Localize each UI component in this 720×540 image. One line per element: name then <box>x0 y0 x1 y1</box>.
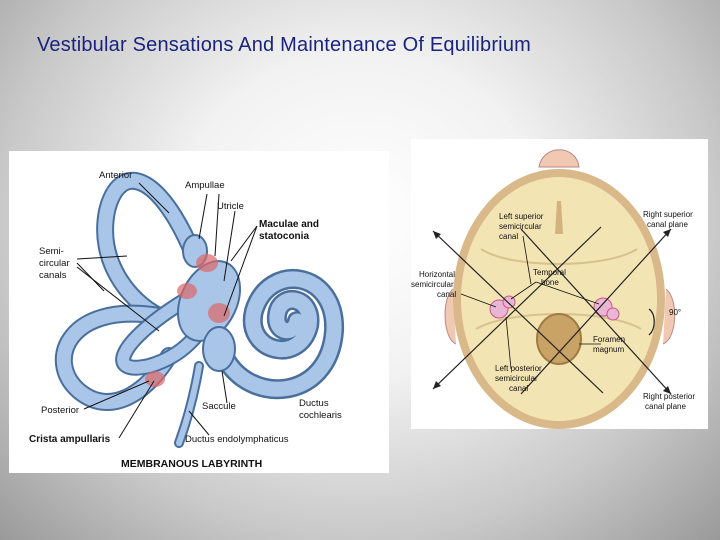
label-semi-3: canals <box>39 270 67 281</box>
label-maculae-2: statoconia <box>259 231 309 242</box>
crista-galli <box>555 201 563 234</box>
label-tb-2: bone <box>541 278 559 287</box>
slide-title: Vestibular Sensations And Maintenance Of… <box>37 34 532 56</box>
label-hsc-3: canal <box>437 290 456 299</box>
membranous-labyrinth-figure: Anterior Ampullae Utricle Maculae and st… <box>9 151 389 473</box>
label-rscp-2: canal plane <box>647 220 688 229</box>
label-ampullae: Ampullae <box>185 180 225 191</box>
crista-posterior <box>145 371 165 387</box>
skull-illustration: Left superior semicircular canal Right s… <box>411 149 695 429</box>
label-posterior: Posterior <box>41 405 79 416</box>
foramen-magnum <box>536 313 582 365</box>
label-hsc-1: Horizontal <box>419 270 455 279</box>
label-ductus-e: Ductus endolymphaticus <box>185 434 289 445</box>
label-rpcp-2: canal plane <box>645 402 686 411</box>
label-saccule: Saccule <box>202 401 236 412</box>
label-lpc-3: canal <box>509 384 528 393</box>
figure-caption: MEMBRANOUS LABYRINTH <box>121 458 262 470</box>
left-plane-line <box>432 230 604 394</box>
label-semi-1: Semi- <box>39 246 64 257</box>
right-ear <box>662 288 676 345</box>
label-rpcp-1: Right posterior <box>643 392 695 401</box>
labyrinth-illustration: Anterior Ampullae Utricle Maculae and st… <box>29 170 345 470</box>
label-crista: Crista ampullaris <box>29 434 111 445</box>
label-utricle: Utricle <box>217 201 244 212</box>
right-posterior-plane-line <box>520 228 672 395</box>
label-tb-1: Temporal <box>533 268 566 277</box>
label-anterior: Anterior <box>99 170 132 181</box>
crista-top <box>177 283 197 299</box>
label-semi-2: circular <box>39 258 70 269</box>
label-lpc-2: semicircular <box>495 374 538 383</box>
label-lsc-1: Left superior <box>499 212 544 221</box>
label-hsc-2: semicircular <box>411 280 454 289</box>
label-lpc-1: Left posterior <box>495 364 542 373</box>
right-plane-line <box>432 226 602 390</box>
label-ductus-c-1: Ductus <box>299 398 329 409</box>
label-angle: 90° <box>669 308 681 317</box>
label-ductus-c-2: cochlearis <box>299 410 342 421</box>
label-fm-1: Foramen <box>593 335 625 344</box>
label-lsc-3: canal <box>499 232 518 241</box>
label-rscp-1: Right superior <box>643 210 693 219</box>
macula <box>196 254 218 272</box>
canal-planes-figure: Left superior semicircular canal Right s… <box>411 139 708 429</box>
saccule <box>202 326 236 372</box>
label-lsc-2: semicircular <box>499 222 542 231</box>
label-maculae-1: Maculae and <box>259 219 319 230</box>
nose <box>538 149 580 168</box>
label-fm-2: magnum <box>593 345 624 354</box>
macula-saccule <box>208 303 230 323</box>
